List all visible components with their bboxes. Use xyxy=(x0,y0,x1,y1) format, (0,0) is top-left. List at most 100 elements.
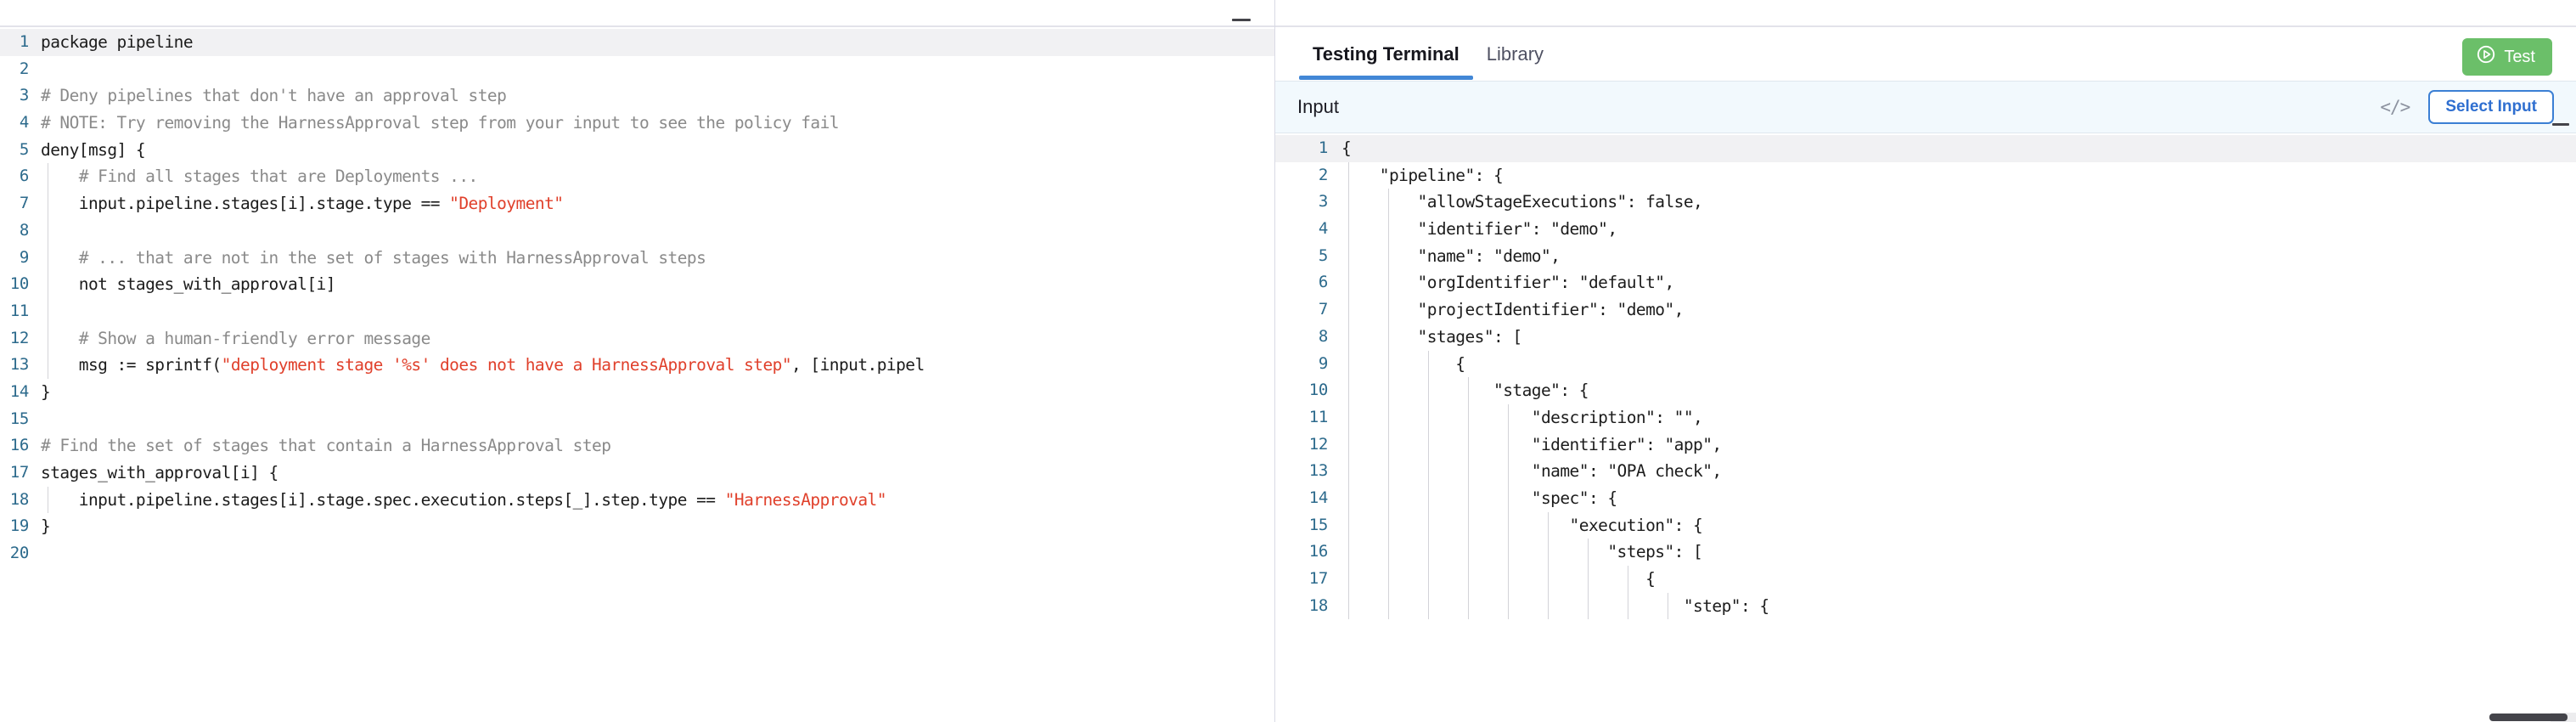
input-toolbar-actions: </> Select Input xyxy=(2380,90,2554,124)
json-line-text: { xyxy=(1340,135,2576,162)
code-line[interactable]: 19} xyxy=(0,513,1274,540)
indent-guide xyxy=(1428,403,1429,432)
horizontal-scrollbar[interactable] xyxy=(2489,713,2576,722)
code-line-text: stages_with_approval[i] { xyxy=(39,460,1274,487)
json-line[interactable]: 3 "allowStageExecutions": false, xyxy=(1275,189,2576,217)
indent-guide xyxy=(1468,539,1469,566)
code-line-text: # ... that are not in the set of stages … xyxy=(39,244,1274,272)
indent-guide xyxy=(1348,484,1349,512)
test-button[interactable]: Test xyxy=(2462,38,2552,76)
indent-guide xyxy=(1388,216,1389,243)
code-line[interactable]: 20 xyxy=(0,540,1274,567)
indent-guide xyxy=(1468,458,1469,485)
line-number: 10 xyxy=(9,274,30,294)
json-line[interactable]: 18 "step": { xyxy=(1275,592,2576,620)
code-token-comment: # Deny pipelines that don't have an appr… xyxy=(41,86,507,106)
indent-guide xyxy=(1468,431,1469,459)
code-line-text xyxy=(39,56,1274,83)
horizontal-scrollbar-thumb[interactable] xyxy=(2489,714,2568,721)
indent-guide xyxy=(1588,592,1589,620)
code-token-plain: msg := sprintf( xyxy=(41,355,222,375)
json-line-text: "identifier": "app", xyxy=(1340,431,2576,459)
json-line-text: "stages": [ xyxy=(1340,323,2576,351)
code-line[interactable]: 13 msg := sprintf("deployment stage '%s'… xyxy=(0,352,1274,379)
line-number: 15 xyxy=(9,409,30,428)
code-view-icon[interactable]: </> xyxy=(2380,97,2410,117)
json-line[interactable]: 11 "description": "", xyxy=(1275,403,2576,432)
code-line[interactable]: 6 # Find all stages that are Deployments… xyxy=(0,163,1274,191)
indent-guide xyxy=(1468,592,1469,620)
code-line-text: package pipeline xyxy=(39,29,1274,56)
json-line[interactable]: 10 "stage": { xyxy=(1275,377,2576,404)
code-line[interactable]: 18 input.pipeline.stages[i].stage.spec.e… xyxy=(0,486,1274,514)
json-line[interactable]: 7 "projectIdentifier": "demo", xyxy=(1275,296,2576,324)
indent-guide xyxy=(1548,592,1549,620)
code-line-text xyxy=(39,297,1274,325)
code-line-text: # Find all stages that are Deployments .… xyxy=(39,163,1274,191)
code-line[interactable]: 16# Find the set of stages that contain … xyxy=(0,432,1274,460)
code-line-text: # NOTE: Try removing the HarnessApproval… xyxy=(39,110,1274,137)
panel-minimize-icon[interactable] xyxy=(2552,123,2569,126)
indent-guide xyxy=(1548,511,1549,539)
line-number: 13 xyxy=(9,355,30,375)
indent-guide xyxy=(1388,242,1389,270)
line-number: 3 xyxy=(19,86,29,105)
indent-guide xyxy=(1428,350,1429,378)
indent-guide xyxy=(1508,539,1509,566)
json-line-text: "projectIdentifier": "demo", xyxy=(1340,296,2576,324)
json-line-text: { xyxy=(1340,566,2576,593)
json-line[interactable]: 13 "name": "OPA check", xyxy=(1275,458,2576,485)
line-number: 14 xyxy=(1308,488,1329,507)
json-line[interactable]: 16 "steps": [ xyxy=(1275,539,2576,566)
indent-guide xyxy=(1348,323,1349,351)
json-line-text: "steps": [ xyxy=(1340,539,2576,566)
code-line[interactable]: 8 xyxy=(0,217,1274,245)
json-line[interactable]: 14 "spec": { xyxy=(1275,484,2576,512)
json-input-editor[interactable]: 1{2 "pipeline": {3 "allowStageExecutions… xyxy=(1275,133,2576,696)
line-number: 3 xyxy=(1318,192,1328,212)
code-line[interactable]: 14} xyxy=(0,379,1274,406)
line-number: 5 xyxy=(1318,245,1328,265)
code-line[interactable]: 15 xyxy=(0,406,1274,433)
json-line[interactable]: 17 { xyxy=(1275,566,2576,593)
code-line[interactable]: 11 xyxy=(0,297,1274,325)
code-line[interactable]: 4 # NOTE: Try removing the HarnessApprova… xyxy=(0,110,1274,137)
select-input-button[interactable]: Select Input xyxy=(2428,90,2554,124)
code-line-text: } xyxy=(39,513,1274,540)
json-line[interactable]: 2 "pipeline": { xyxy=(1275,161,2576,189)
json-line[interactable]: 6 "orgIdentifier": "default", xyxy=(1275,269,2576,297)
json-line[interactable]: 15 "execution": { xyxy=(1275,511,2576,539)
minimize-icon[interactable] xyxy=(1232,19,1251,21)
indent-guide xyxy=(1388,592,1389,620)
code-line-text xyxy=(39,217,1274,245)
code-line[interactable]: 7 input.pipeline.stages[i].stage.type ==… xyxy=(0,190,1274,217)
json-line[interactable]: 8 "stages": [ xyxy=(1275,323,2576,351)
indent-guide xyxy=(1348,377,1349,404)
json-line[interactable]: 12 "identifier": "app", xyxy=(1275,431,2576,459)
code-token-comment: # ... that are not in the set of stages … xyxy=(41,247,706,268)
json-line[interactable]: 1{ xyxy=(1275,135,2576,162)
indent-guide xyxy=(1468,511,1469,539)
indent-guide xyxy=(1588,539,1589,566)
code-token-plain: not stages_with_approval[i] xyxy=(41,274,336,295)
code-line[interactable]: 10 not stages_with_approval[i] xyxy=(0,271,1274,298)
json-line-text: "name": "OPA check", xyxy=(1340,458,2576,485)
code-line[interactable]: 12 # Show a human-friendly error message xyxy=(0,324,1274,353)
indent-guide xyxy=(1508,511,1509,539)
json-line[interactable]: 5 "name": "demo", xyxy=(1275,242,2576,270)
tab-library[interactable]: Library xyxy=(1473,28,1557,80)
json-line[interactable]: 4 "identifier": "demo", xyxy=(1275,216,2576,243)
code-line[interactable]: 9 # ... that are not in the set of stage… xyxy=(0,244,1274,272)
code-line[interactable]: 2 xyxy=(0,56,1274,83)
json-line[interactable]: 9 { xyxy=(1275,350,2576,378)
indent-guide xyxy=(1348,161,1349,189)
tab-testing-terminal[interactable]: Testing Terminal xyxy=(1299,28,1473,80)
json-line-text: "pipeline": { xyxy=(1340,161,2576,189)
code-line[interactable]: 3 # Deny pipelines that don't have an app… xyxy=(0,82,1274,110)
line-number: 4 xyxy=(19,113,29,133)
line-number: 13 xyxy=(1308,461,1329,481)
